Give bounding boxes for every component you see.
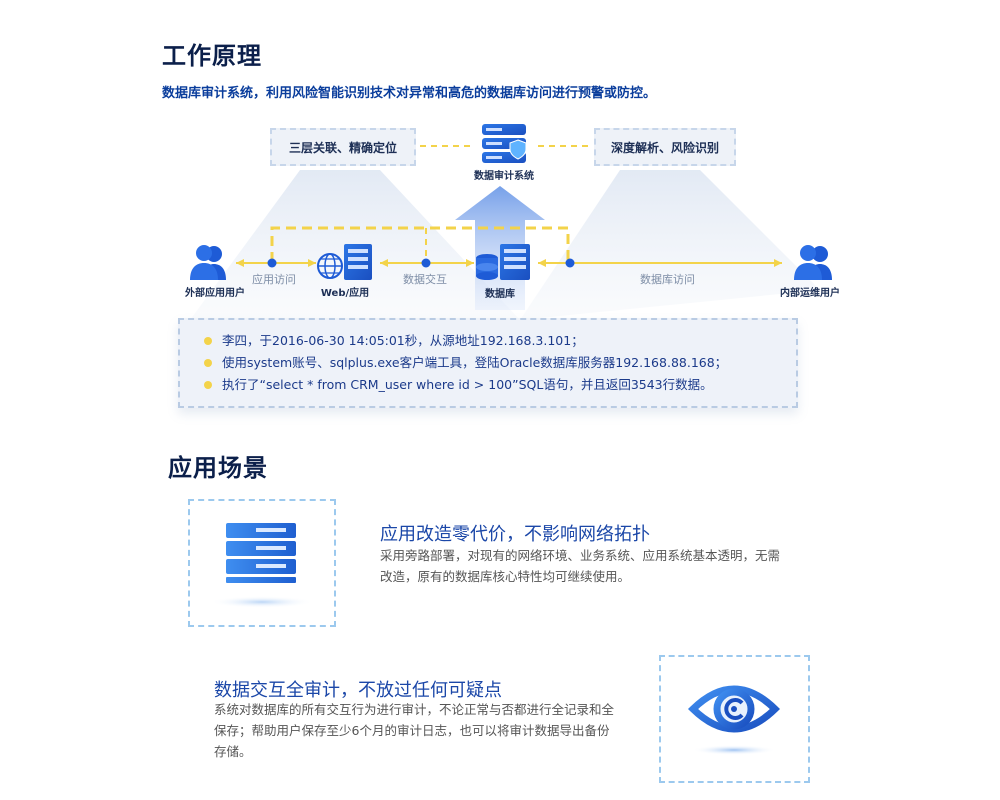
- log-line: 李四，于2016-06-30 14:05:01秒，从源地址192.168.3.1…: [202, 330, 727, 352]
- tag-left: 三层关联、精确定位: [270, 128, 416, 166]
- audit-system-label: 数据审计系统: [474, 171, 534, 182]
- flow-label-db-access: 数据库访问: [640, 273, 695, 286]
- section-title-principle: 工作原理: [162, 42, 262, 70]
- database-icon: [476, 244, 530, 280]
- tap-dot-app: [267, 258, 277, 268]
- eye-icon: [687, 685, 781, 755]
- light-beam-right: [520, 170, 820, 320]
- web-app-label: Web/应用: [320, 288, 370, 299]
- log-line: 执行了“select * from CRM_user where id > 10…: [202, 374, 727, 396]
- section-subtitle: 数据库审计系统，利用风险智能识别技术对异常和高危的数据库访问进行预警或防控。: [162, 86, 657, 101]
- web-app-icon: [317, 244, 372, 280]
- audit-server-icon: [482, 124, 527, 163]
- log-line: 使用system账号、sqlplus.exe客户端工具，登陆Oracle数据库服…: [202, 352, 727, 374]
- external-users-icon: [190, 245, 226, 280]
- tag-right: 深度解析、风险识别: [594, 128, 736, 166]
- tap-dot-db: [565, 258, 575, 268]
- diagram-graphics: [190, 124, 832, 320]
- flow-label-data-exchange: 数据交互: [403, 273, 447, 286]
- collection-loop: [270, 226, 570, 262]
- scenario2-desc: 系统对数据库的所有交互行为进行审计，不论正常与否都进行全记录和全保存；帮助用户保…: [214, 702, 615, 759]
- external-user-label: 外部应用用户: [185, 288, 245, 299]
- tap-dot-exchange: [421, 258, 431, 268]
- scenario2-card: [659, 655, 810, 783]
- internal-user-label: 内部运维用户: [780, 288, 840, 299]
- internal-users-icon: [794, 245, 832, 280]
- scenario2-title: 数据交互全审计，不放过任何可疑点: [214, 680, 502, 701]
- scenario1-title: 应用改造零代价，不影响网络拓扑: [380, 524, 650, 545]
- flow-label-app-access: 应用访问: [252, 273, 296, 286]
- scenario1-card: [188, 499, 336, 627]
- server-icon: [210, 523, 314, 608]
- scenario1-desc: 采用旁路部署，对现有的网络环境、业务系统、应用系统基本透明，无需改造，原有的数据…: [380, 548, 781, 584]
- section-title-scenarios: 应用场景: [168, 454, 268, 482]
- audit-log-box: 李四，于2016-06-30 14:05:01秒，从源地址192.168.3.1…: [178, 318, 798, 408]
- database-label: 数据库: [485, 289, 515, 300]
